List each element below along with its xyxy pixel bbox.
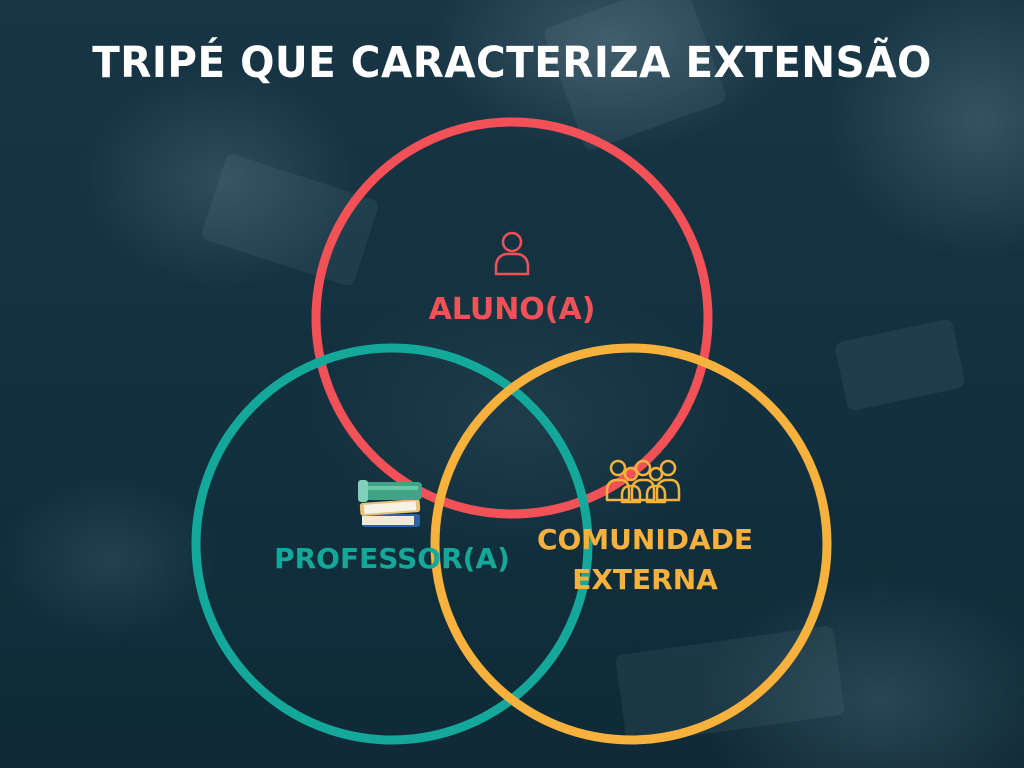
page-title: TRIPÉ QUE CARACTERIZA EXTENSÃO <box>92 38 932 88</box>
professor-label: PROFESSOR(A) <box>274 542 510 575</box>
aluno-label: ALUNO(A) <box>428 292 596 327</box>
comunidade-circle <box>430 343 832 745</box>
aluno-circle <box>311 117 713 519</box>
comunidade-label: COMUNIDADE EXTERNA <box>500 520 790 600</box>
books-icon <box>358 480 422 527</box>
user-icon <box>494 231 530 276</box>
comunidade-label-line1: COMUNIDADE <box>536 523 754 556</box>
group-icon <box>605 459 681 504</box>
comunidade-label-line2: EXTERNA <box>572 563 718 596</box>
professor-circle <box>191 343 593 745</box>
